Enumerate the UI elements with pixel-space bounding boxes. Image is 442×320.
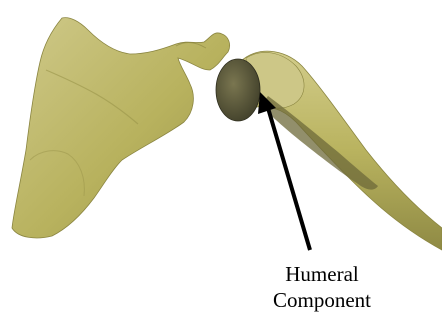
annotation-label-line2: Component	[232, 288, 412, 312]
annotation-label-line1: Humeral	[232, 262, 412, 286]
implant-head	[216, 59, 260, 121]
humerus	[240, 51, 442, 250]
scapula	[12, 18, 230, 238]
